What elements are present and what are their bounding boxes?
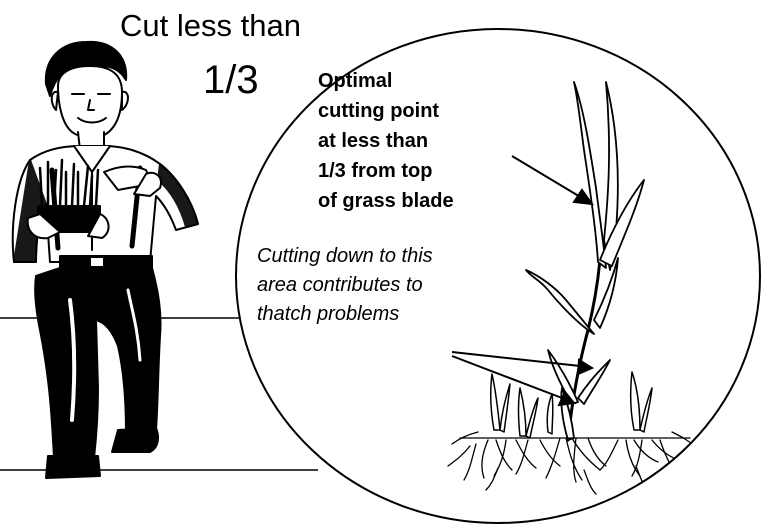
optimal-label-line: at less than (318, 126, 454, 156)
left-shoe (46, 456, 100, 478)
optimal-label-line: cutting point (318, 96, 454, 126)
thatch-label-line: area contributes to (257, 271, 433, 300)
belt (60, 256, 152, 268)
title-line-2: 1/3 (203, 60, 259, 100)
thatch-label-line: thatch problems (257, 300, 433, 329)
thatch-label-line: Cutting down to this (257, 242, 433, 271)
title-line-1: Cut less than (120, 10, 301, 41)
optimal-label-line: of grass blade (318, 186, 454, 216)
thatch-problem-label: Cutting down to this area contributes to… (257, 242, 433, 329)
right-shoe (112, 428, 158, 452)
kneeling-man-icon (13, 42, 198, 478)
optimal-label-line: 1/3 from top (318, 156, 454, 186)
optimal-cutting-label: Optimal cutting point at less than 1/3 f… (318, 66, 454, 216)
optimal-label-line: Optimal (318, 66, 454, 96)
